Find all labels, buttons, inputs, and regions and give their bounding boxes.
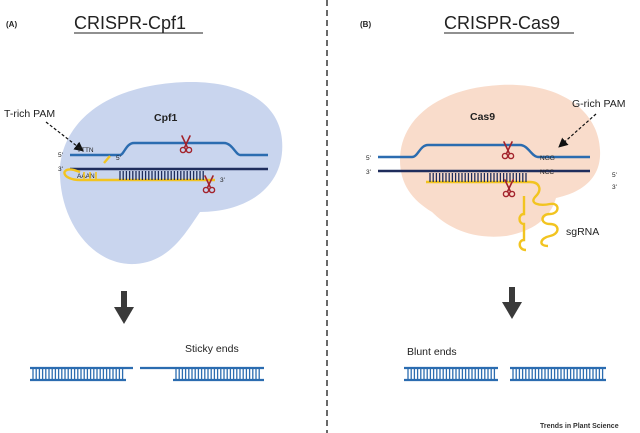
cpf1-pam-top-seq: TTTN	[77, 147, 94, 154]
dashed-pointer-arrow-icon	[558, 113, 597, 148]
sticky-ends-product	[30, 366, 264, 382]
journal-footer: Trends in Plant Science	[540, 423, 619, 430]
blunt-ends-product	[404, 366, 606, 382]
cpf1-guide-5prime: 5'	[116, 155, 121, 162]
cas9-protein-blob	[400, 84, 601, 237]
cpf1-protein-label: Cpf1	[154, 112, 177, 124]
sticky-ends-label: Sticky ends	[185, 343, 239, 355]
cas9-sgrna-loops	[518, 196, 527, 252]
cpf1-pam-bottom-seq: AAAN	[77, 173, 95, 180]
cas9-sgrna-guide	[426, 180, 559, 248]
down-arrow-icon	[502, 287, 522, 319]
cas9-right-5prime: 5'	[612, 172, 617, 179]
cas9-right-3prime: 3'	[612, 184, 617, 191]
cas9-pam-bottom-seq: NCC	[540, 169, 554, 176]
cas9-base-pair-ticks	[429, 173, 527, 182]
cas9-pam-top-seq: NGG	[540, 155, 555, 162]
panel-a-title: CRISPR-Cpf1	[74, 13, 186, 33]
cas9-left-5prime: 5'	[366, 155, 371, 162]
t-rich-pam-label: T-rich PAM	[4, 108, 55, 120]
panel-a: (A) CRISPR-Cpf1 Cpf1 T-rich PAM 5' 3' TT…	[4, 13, 283, 382]
cpf1-dna-top-strand	[70, 141, 268, 157]
blunt-ends-label: Blunt ends	[407, 346, 457, 358]
cas9-left-3prime: 3'	[366, 169, 371, 176]
panel-a-letter: (A)	[6, 20, 17, 29]
down-arrow-icon	[114, 291, 134, 324]
panel-b-title: CRISPR-Cas9	[444, 13, 560, 33]
panel-b-letter: (B)	[360, 20, 371, 29]
cpf1-bottom-3prime: 3'	[58, 166, 63, 173]
cas9-protein-label: Cas9	[470, 111, 495, 123]
cpf1-crrna-hairpin	[63, 168, 106, 182]
dashed-pointer-arrow-icon	[45, 121, 84, 152]
g-rich-pam-label: G-rich PAM	[572, 98, 625, 110]
cpf1-guide-3prime: 3'	[220, 177, 225, 184]
cas9-dna-top-strand	[378, 143, 590, 159]
sgrna-label: sgRNA	[566, 226, 599, 238]
cpf1-base-pair-ticks	[119, 171, 204, 180]
cpf1-top-5prime: 5'	[58, 152, 63, 159]
panel-b: (B) CRISPR-Cas9 Cas9 G-rich PAM 5' 3' 5'…	[360, 13, 625, 382]
cpf1-crrna-handle	[83, 172, 97, 180]
